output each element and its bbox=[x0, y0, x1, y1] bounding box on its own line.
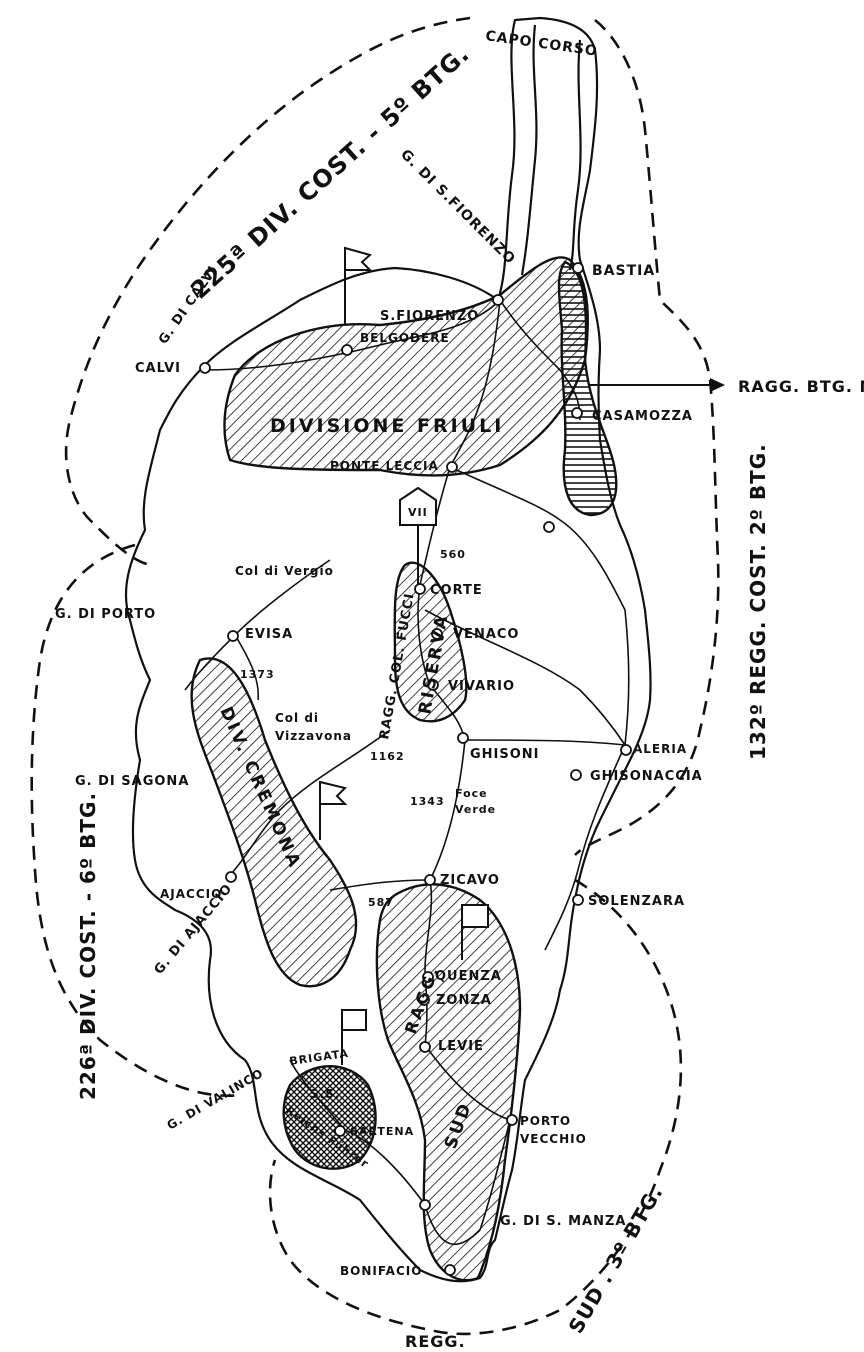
label-q1343: 1343 bbox=[410, 795, 445, 808]
label-ghisoni: GHISONI bbox=[470, 747, 540, 762]
label-q560: 560 bbox=[440, 548, 466, 561]
zone-divisione-friuli bbox=[223, 256, 589, 477]
label-ajaccio: AJACCIO bbox=[160, 887, 222, 901]
label-g-s-manza: G. DI S. MANZA bbox=[500, 1214, 626, 1229]
label-q1162: 1162 bbox=[370, 750, 405, 763]
label-capo-corso: CAPO CORSO bbox=[484, 28, 598, 60]
label-levie: LEVIE bbox=[438, 1039, 484, 1054]
label-zonza: ZONZA bbox=[436, 993, 492, 1008]
zone-ragg-sud bbox=[375, 883, 522, 1282]
label-brigata: BRIGATA bbox=[289, 1047, 350, 1068]
label-col-vizzavona-1: Col di bbox=[275, 711, 319, 725]
sector-boundary-226 bbox=[30, 543, 241, 1098]
label-g-valinco: G. DI VALINCO bbox=[165, 1066, 267, 1133]
label-casamozza: CASAMOZZA bbox=[592, 409, 693, 424]
label-quenza: QUENZA bbox=[435, 969, 502, 984]
label-bastia: BASTIA bbox=[592, 263, 655, 279]
label-col-vizzavona-2: Vizzavona bbox=[275, 729, 352, 743]
label-ponte-leccia: PONTE LECCIA bbox=[330, 459, 439, 473]
label-zicavo: ZICAVO bbox=[440, 873, 500, 888]
label-ss: S.S. bbox=[310, 1087, 340, 1101]
flag-icon bbox=[319, 780, 348, 840]
sector-boundary-225 bbox=[64, 16, 471, 567]
label-bonifacio: BONIFACIO bbox=[340, 1264, 422, 1278]
label-g-sfiorenzo: G. DI S.FIORENZO bbox=[397, 147, 518, 268]
label-vivario: VIVARIO bbox=[448, 679, 515, 694]
label-ghisonaccia: GHISONACCIA bbox=[590, 769, 703, 784]
zone-riserva bbox=[393, 561, 468, 723]
sector-boundary-sud bbox=[268, 878, 683, 1336]
fortress-arrow-icon bbox=[399, 486, 437, 590]
sector-boundary-132 bbox=[574, 18, 720, 856]
label-g-sagona: G. DI SAGONA bbox=[75, 774, 189, 789]
label-belgodere: BELGODERE bbox=[360, 331, 450, 345]
label-porto-vecchio-1: PORTO bbox=[520, 1114, 571, 1128]
flag-icon bbox=[341, 1009, 367, 1065]
label-foce-verde-1: Foce bbox=[455, 787, 488, 800]
label-g-calvi: G. DI CALVI bbox=[156, 263, 221, 347]
flag-icon bbox=[344, 246, 373, 325]
label-reg-sud-3btg: SUD . 3º BTG. bbox=[564, 1181, 668, 1337]
coastline bbox=[124, 16, 652, 1283]
label-porto-vecchio-2: VECCHIO bbox=[520, 1132, 587, 1146]
label-calvi: CALVI bbox=[135, 361, 181, 376]
label-regg: REGG. bbox=[405, 1332, 466, 1351]
label-col-vergio: Col di Vergio bbox=[235, 564, 334, 578]
zone-bastia-casamozza bbox=[557, 260, 618, 517]
label-g-porto: G. DI PORTO bbox=[55, 607, 156, 622]
label-foce-verde-2: Verde bbox=[455, 803, 496, 816]
label-reg-132: 132º REGG. COST. 2º BTG. bbox=[746, 443, 770, 760]
label-venaco: VENACO bbox=[453, 627, 519, 642]
label-sartena: SARTENA bbox=[350, 1125, 414, 1138]
label-q587: 587 bbox=[368, 896, 394, 909]
flag-icon bbox=[461, 904, 489, 960]
label-vii: VII bbox=[408, 506, 428, 519]
zone-brigata-ss bbox=[282, 1065, 377, 1170]
label-solenzara: SOLENZARA bbox=[588, 894, 685, 909]
zone-div-cremona bbox=[190, 657, 358, 988]
town-markers bbox=[199, 262, 632, 1276]
label-ragg-btg-m: RAGG. BTG. M bbox=[738, 377, 864, 396]
arrow-icon bbox=[590, 378, 725, 392]
label-divisione-friuli: DIVISIONE FRIULI bbox=[270, 415, 504, 437]
label-s-fiorenzo: S.FIORENZO bbox=[380, 309, 479, 324]
label-q1373: 1373 bbox=[240, 668, 275, 681]
label-corte: CORTE bbox=[430, 583, 483, 598]
label-aleria: ALERIA bbox=[633, 742, 687, 756]
label-evisa: EVISA bbox=[245, 627, 293, 642]
label-div-226: 226ª DIV. COST. - 6º BTG. bbox=[76, 792, 100, 1100]
